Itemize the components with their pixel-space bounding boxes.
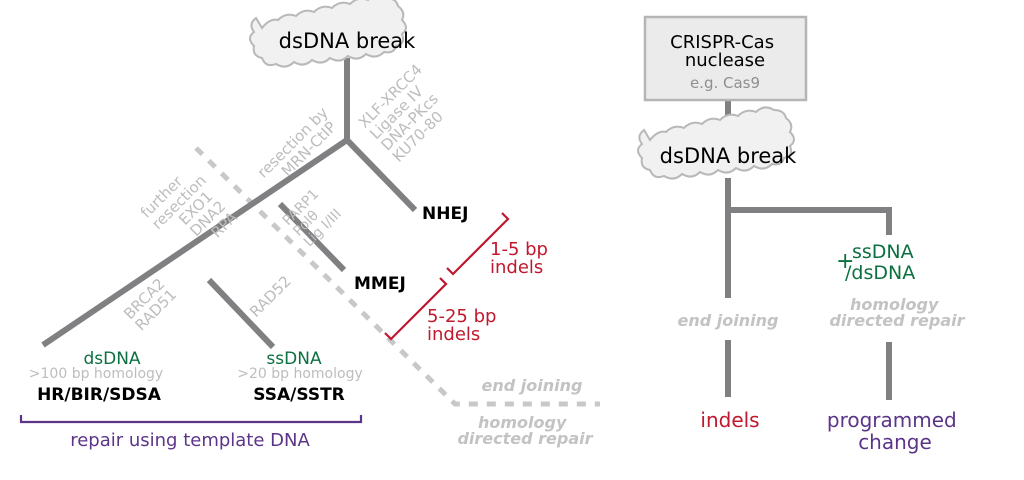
ssa-branch-line — [206, 277, 276, 350]
pathway-divider-dashed-line — [194, 146, 600, 407]
right-dsdna-break-cloud: dsDNA break — [637, 106, 797, 180]
divider-hdr-label: homology directed repair — [457, 413, 593, 448]
ssa-template: ssDNA — [266, 349, 322, 369]
mmej-label: MMEJ — [354, 274, 406, 294]
left-panel: dsDNA break XLF-XRCC4 Ligase IV DNA-PKcs… — [19, 0, 600, 451]
donor-label: ssDNA /dsDNA — [845, 241, 920, 284]
donor-template: + ssDNA /dsDNA — [836, 241, 920, 284]
nuclease-title: CRISPR-Cas nuclease — [670, 32, 780, 71]
ssa-name: SSA/SSTR — [253, 385, 345, 405]
hr-name: HR/BIR/SDSA — [37, 385, 162, 405]
ssa-enzymes: RAD52 — [246, 272, 295, 321]
outcome-programmed-change: programmed change — [827, 408, 963, 454]
resection-branch-line — [41, 137, 349, 348]
hr-homology: >100 bp homology — [29, 366, 163, 382]
dsdna-break-cloud: dsDNA break — [249, 0, 416, 68]
outcome-indels: indels — [700, 408, 759, 432]
mmej-indel-bracket — [384, 277, 448, 341]
donor-plus: + — [836, 249, 854, 274]
hr-outcome: dsDNA >100 bp homology HR/BIR/SDSA — [29, 349, 163, 405]
right-break-label: dsDNA break — [660, 144, 797, 168]
nhej-branch-line — [344, 137, 418, 213]
mmej-branch-line — [277, 201, 347, 273]
mmej-indel-label: 5-25 bp indels — [427, 306, 502, 345]
template-repair-bracket — [19, 415, 363, 424]
nhej-indel-label: 1-5 bp indels — [490, 239, 554, 278]
crispr-nuclease-box: CRISPR-Cas nuclease e.g. Cas9 — [643, 15, 808, 102]
svg-text:RAD52: RAD52 — [246, 272, 295, 321]
ssa-outcome: ssDNA >20 bp homology SSA/SSTR — [237, 349, 363, 405]
right-panel: CRISPR-Cas nuclease e.g. Cas9 dsDNA brea… — [637, 15, 966, 454]
break-label: dsDNA break — [279, 29, 416, 53]
nhej-label: NHEJ — [422, 204, 468, 224]
hr-template: dsDNA — [83, 349, 140, 369]
nhej-indel-bracket — [446, 212, 510, 276]
end-joining-label: end joining — [678, 311, 779, 330]
divider-end-joining-label: end joining — [482, 376, 583, 395]
hdr-branch-line — [728, 207, 892, 235]
nhej-enzymes: XLF-XRCC4 Ligase IV DNA-PKcs KU70-80 — [355, 61, 447, 166]
template-repair-label: repair using template DNA — [70, 430, 310, 451]
hdr-label: homology directed repair — [829, 295, 965, 330]
ssa-homology: >20 bp homology — [237, 366, 363, 382]
nuclease-example: e.g. Cas9 — [690, 74, 760, 92]
